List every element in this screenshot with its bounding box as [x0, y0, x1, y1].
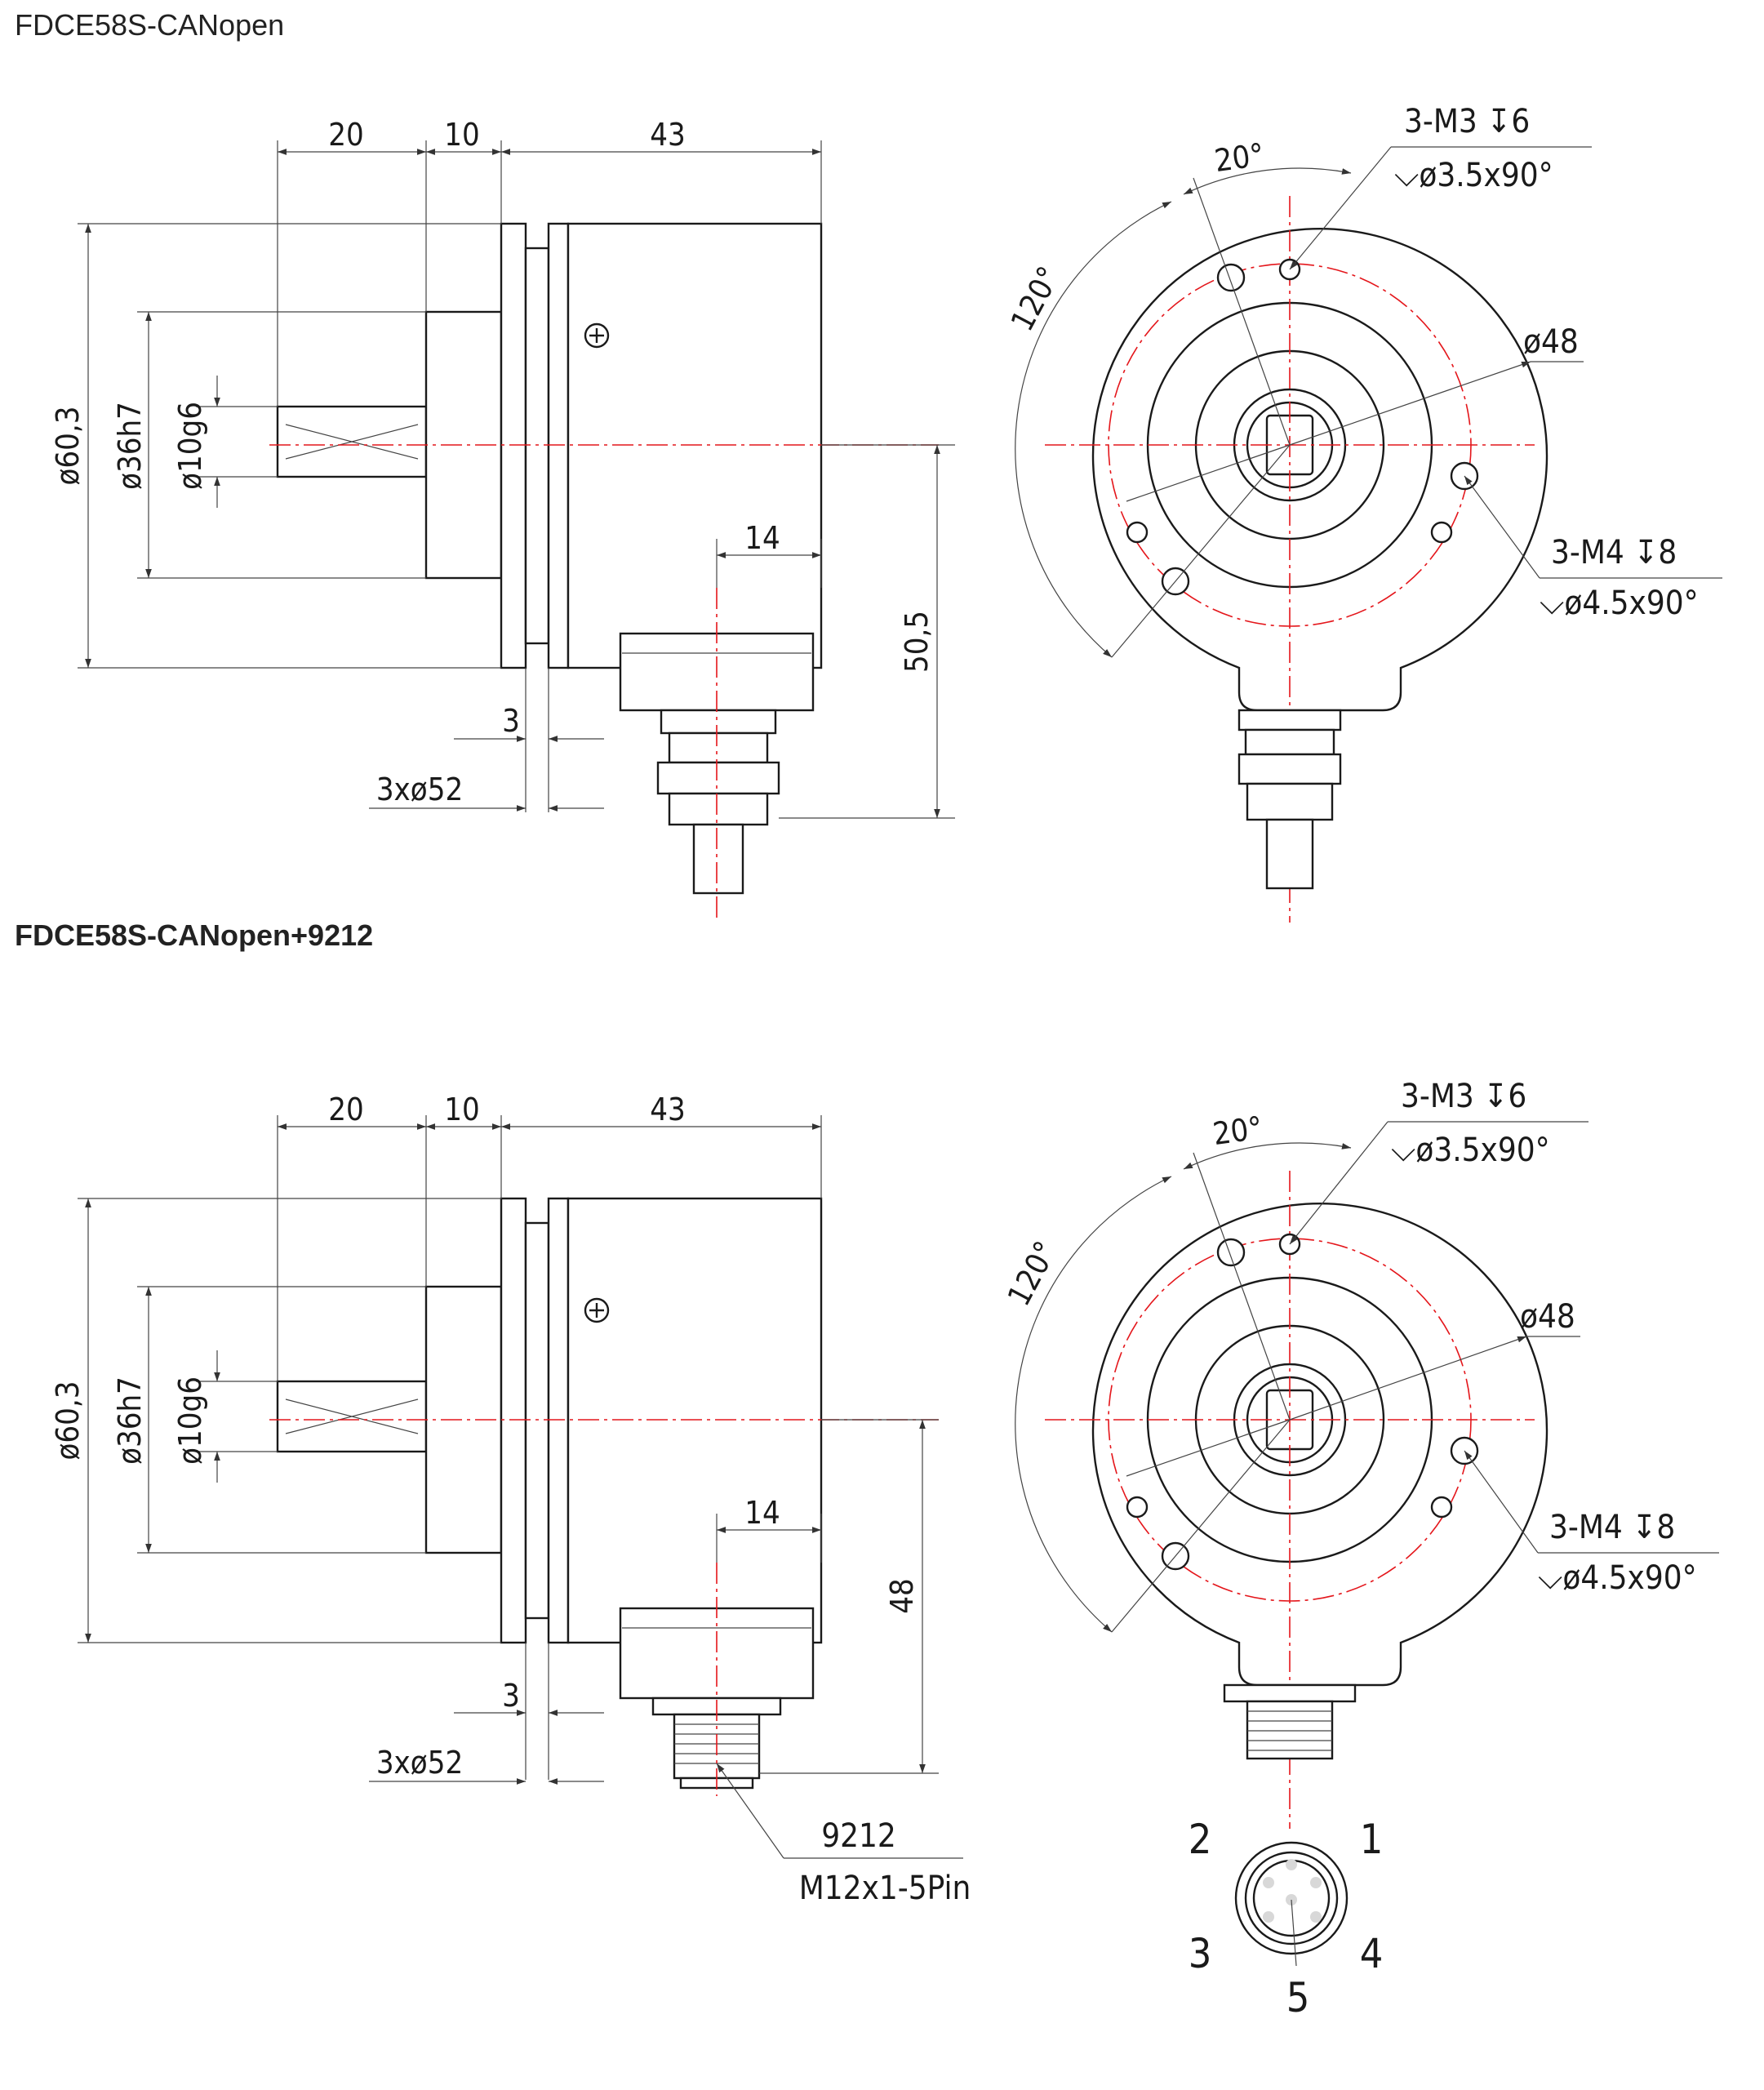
front-view-bottom — [1015, 1121, 1719, 1829]
dia-60: ø60,3 — [50, 406, 86, 485]
holes-52-b: 3xø52 — [376, 1745, 463, 1781]
m3-csk-b: ⌵ø3.5x90° — [1391, 1132, 1550, 1169]
pin-5: 5 — [1286, 1974, 1310, 2021]
m4-thread-b: 3-M4 ↧8 — [1549, 1509, 1675, 1546]
pin-3: 3 — [1189, 1930, 1212, 1977]
dim-43: 43 — [650, 117, 686, 153]
connector-spec: M12x1-5Pin — [799, 1870, 971, 1907]
front-angle-20-b: 20° — [1211, 1109, 1264, 1152]
side-view-bottom — [78, 1115, 963, 1859]
dia-36-b: ø36h7 — [112, 1376, 148, 1465]
pinout-diagram: 1 2 3 4 5 — [1189, 1816, 1384, 2021]
dim-14-b: 14 — [744, 1495, 780, 1531]
dim-3: 3 — [502, 703, 520, 739]
dimension-labels-top: 20 10 43 ø60,3 ø36h7 ø10g6 14 3 3xø52 50… — [50, 117, 935, 807]
dim-14: 14 — [744, 520, 780, 556]
front-angle-120: 120° — [1004, 260, 1068, 336]
dim-10: 10 — [444, 117, 480, 153]
dim-20-b: 20 — [328, 1092, 364, 1127]
dim-3-b: 3 — [502, 1678, 520, 1714]
dia-10-b: ø10g6 — [172, 1376, 208, 1465]
pin-4: 4 — [1360, 1930, 1384, 1977]
dim-10-b: 10 — [444, 1092, 480, 1127]
dim-20: 20 — [328, 117, 364, 153]
dia-60-b: ø60,3 — [50, 1381, 86, 1460]
height-dim: 50,5 — [899, 611, 935, 673]
front-angle-120-b: 120° — [1001, 1235, 1064, 1311]
m3-thread: 3-M3 ↧6 — [1404, 103, 1530, 140]
m4-csk-b: ⌵ø4.5x90° — [1538, 1559, 1697, 1597]
front-angle-20: 20° — [1212, 136, 1266, 179]
title-bottom: FDCE58S-CANopen+9212 — [15, 918, 374, 952]
holes-52: 3xø52 — [376, 772, 463, 807]
side-view-top — [78, 140, 955, 923]
dia-10: ø10g6 — [172, 402, 208, 490]
pcd-48-b: ø48 — [1520, 1298, 1575, 1336]
title-top: FDCE58S-CANopen — [15, 8, 285, 42]
dia-36: ø36h7 — [112, 402, 148, 490]
front-view-top — [1015, 146, 1722, 923]
connector-code: 9212 — [821, 1817, 896, 1855]
m3-csk: ⌵ø3.5x90° — [1394, 157, 1553, 194]
m4-thread: 3-M4 ↧8 — [1551, 534, 1677, 571]
m4-csk: ⌵ø4.5x90° — [1540, 585, 1699, 622]
pin-2: 2 — [1189, 1816, 1212, 1863]
dim-43-b: 43 — [650, 1092, 686, 1127]
m3-thread-b: 3-M3 ↧6 — [1401, 1078, 1526, 1115]
dimension-labels-bottom: 20 10 43 ø60,3 ø36h7 ø10g6 14 3 3xø52 48… — [50, 1092, 971, 1907]
pcd-48: ø48 — [1523, 323, 1579, 361]
pin-1: 1 — [1360, 1816, 1384, 1863]
height-dim-b: 48 — [884, 1578, 920, 1614]
